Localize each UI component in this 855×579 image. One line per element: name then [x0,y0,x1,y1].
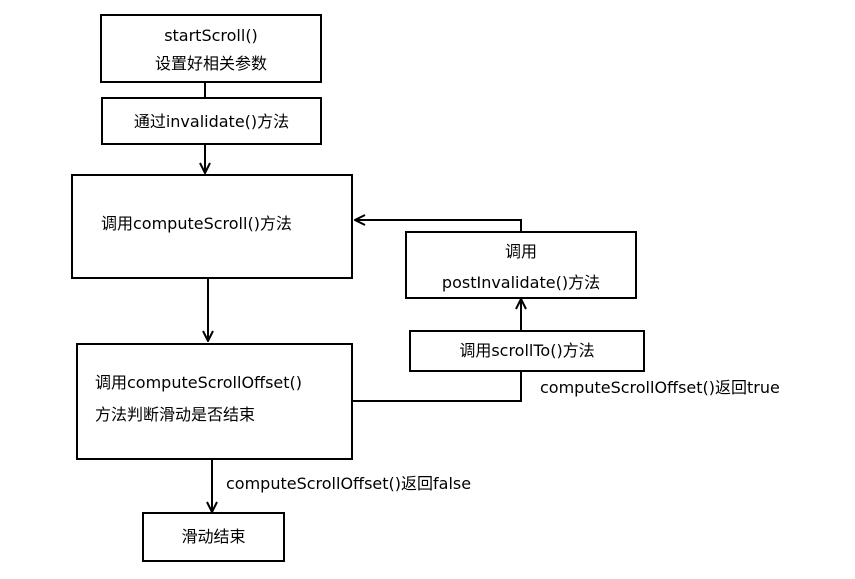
end-node: 滑动结束 [142,512,285,562]
offset-check-node: 调用computeScrollOffset() 方法判断滑动是否结束 [76,343,353,460]
true-branch-label: computeScrollOffset()返回true [540,378,780,397]
start-scroll-node: startScroll() 设置好相关参数 [100,14,322,83]
offset-check-line2: 方法判断滑动是否结束 [95,405,256,424]
edge-post-invalidate-to-compute-scroll [355,220,522,232]
end-label: 滑动结束 [181,527,246,546]
invalidate-label: 通过invalidate()方法 [133,112,290,131]
post-invalidate-node: 调用 postInvalidate()方法 [405,231,637,299]
compute-scroll-label: 调用computeScroll()方法 [101,214,292,233]
post-invalidate-line2: postInvalidate()方法 [441,273,601,292]
scroll-to-node: 调用scrollTo()方法 [409,330,645,372]
offset-check-line1: 调用computeScrollOffset() [95,373,303,392]
compute-scroll-node: 调用computeScroll()方法 [71,174,353,279]
start-scroll-title: startScroll() [164,26,258,45]
scroll-to-label: 调用scrollTo()方法 [459,341,595,360]
post-invalidate-line1: 调用 [504,242,537,261]
invalidate-node: 通过invalidate()方法 [101,97,322,145]
false-branch-label: computeScrollOffset()返回false [226,474,472,493]
edge-offset-check-to-scroll-to [352,371,522,402]
start-scroll-subtitle: 设置好相关参数 [154,54,267,73]
